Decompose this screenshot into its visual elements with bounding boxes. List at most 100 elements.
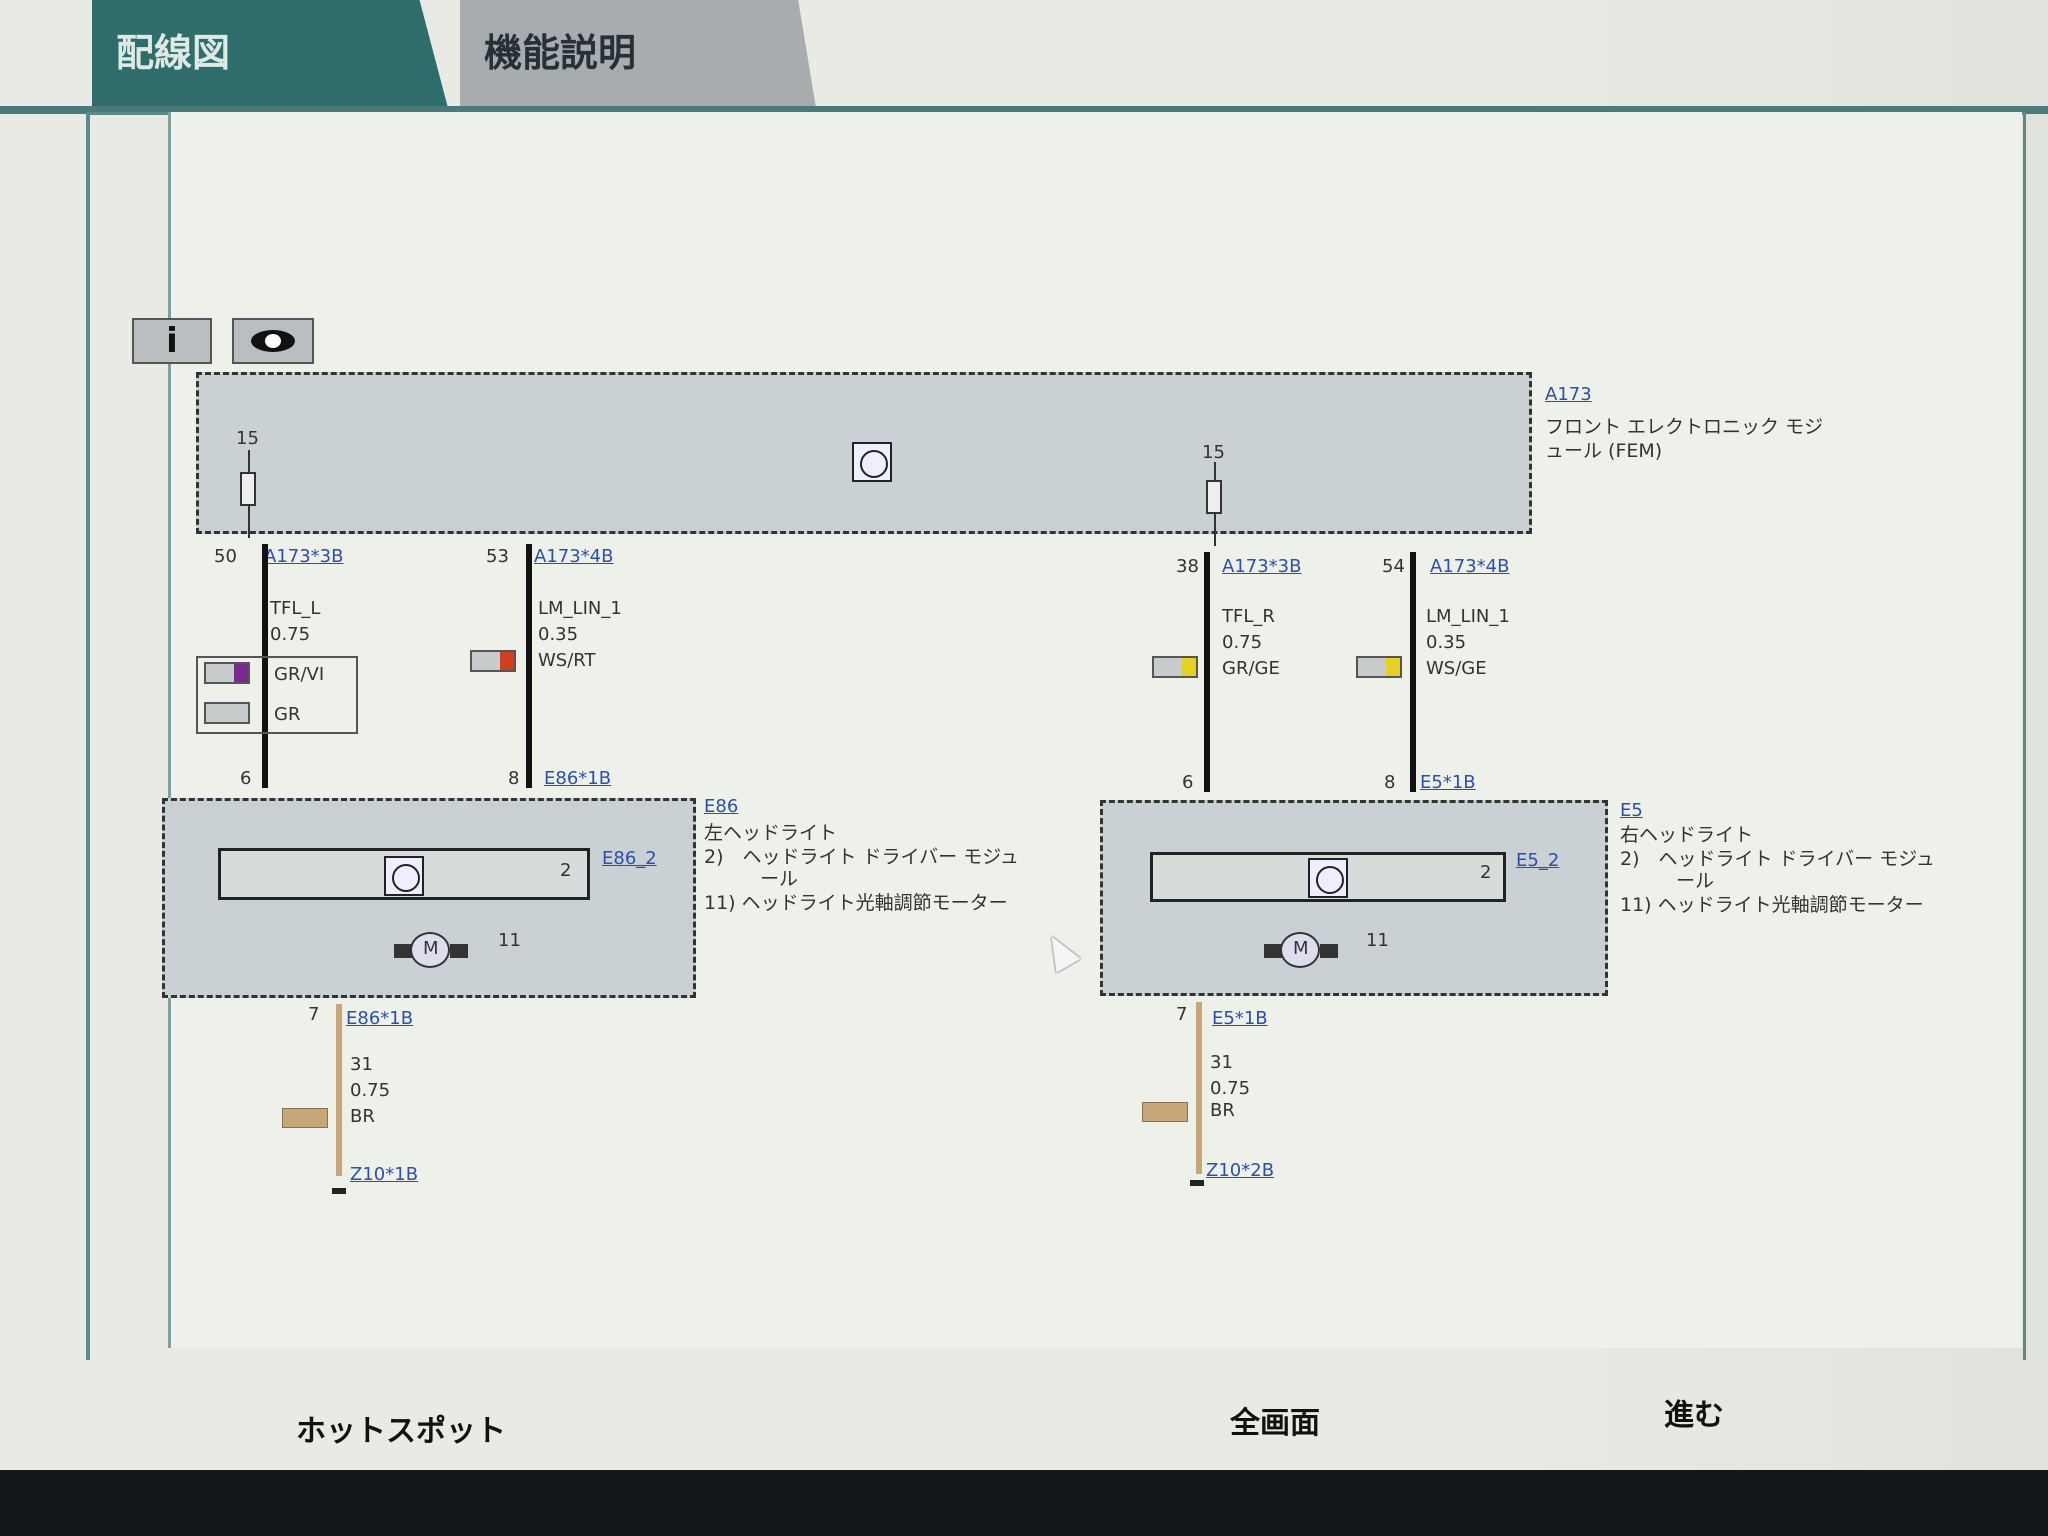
swatch-gr [204, 702, 250, 724]
pin-lin-right: 54 [1382, 556, 1405, 577]
swatch-br-left [282, 1108, 328, 1128]
wire-gnd-left[interactable] [336, 1004, 342, 1176]
item2-right: 2) ヘッドライト ドライバー モジュ [1620, 848, 1935, 870]
conn-head-right[interactable]: E5*1B [1420, 772, 1476, 793]
head-name-left: 左ヘッドライト [704, 822, 838, 844]
item11-right: 11) ヘッドライト光軸調節モーター [1620, 894, 1924, 916]
motor-terminal-left-a [394, 944, 412, 958]
head-id-right[interactable]: E5 [1620, 800, 1643, 821]
ground-symbol-right [1190, 1180, 1204, 1186]
control-unit-symbol [852, 442, 892, 482]
swatch-grge [1152, 656, 1198, 678]
swatch-br-right [1142, 1102, 1188, 1122]
item2b-left: ール [760, 868, 799, 890]
head-id-left[interactable]: E86 [704, 796, 739, 817]
info-icon: i [166, 321, 178, 361]
color-lin-right: WS/GE [1426, 658, 1487, 679]
sig-lin-left: LM_LIN_1 [538, 598, 622, 619]
swatch-wsge [1356, 656, 1402, 678]
conn-tfl-left[interactable]: A173*3B [264, 546, 344, 567]
gnd-pin-left: 7 [308, 1004, 320, 1025]
ground-symbol-left [332, 1188, 346, 1194]
pin-tfl-left: 50 [214, 546, 237, 567]
conn-lin-right[interactable]: A173*4B [1430, 556, 1510, 577]
fem-link[interactable]: A173 [1545, 384, 1592, 405]
item2-left: 2) ヘッドライト ドライバー モジュ [704, 846, 1019, 868]
item11-left: 11) ヘッドライト光軸調節モーター [704, 892, 1008, 914]
wire-lin-right[interactable] [1410, 552, 1416, 792]
module-num-left: 2 [560, 860, 572, 881]
gnd-color-right: BR [1210, 1100, 1235, 1121]
fullscreen-button[interactable]: 全画面 [1230, 1406, 1320, 1441]
module-id-right[interactable]: E5_2 [1516, 850, 1560, 871]
size-lin-left: 0.35 [538, 624, 579, 645]
pin-bottom-tfl-right: 6 [1182, 772, 1194, 793]
info-button[interactable]: i [132, 318, 212, 364]
size-tfl-right: 0.75 [1222, 632, 1263, 653]
pin-bottom-lin-left: 8 [508, 768, 520, 789]
fuse-right [1206, 480, 1222, 514]
size-tfl-left: 0.75 [270, 624, 311, 645]
motor-num-right: 11 [1366, 930, 1389, 951]
gnd-point-right[interactable]: Z10*2B [1206, 1160, 1275, 1181]
gnd-size-left: 0.75 [350, 1080, 391, 1101]
pin-bottom-tfl-left: 6 [240, 768, 252, 789]
color-box-left [196, 656, 358, 734]
driver-symbol-right [1308, 858, 1348, 898]
gnd-sig-right: 31 [1210, 1052, 1233, 1073]
item2b-right: ール [1676, 870, 1715, 892]
gnd-color-left: BR [350, 1106, 375, 1127]
pin-bottom-lin-right: 8 [1384, 772, 1396, 793]
conn-head-left[interactable]: E86*1B [544, 768, 612, 789]
swatch-wsrt [470, 650, 516, 672]
motor-right [1280, 932, 1320, 968]
module-id-left[interactable]: E86_2 [602, 848, 657, 869]
wire-lin-left[interactable] [526, 544, 532, 788]
screen: 配線図 機能説明 i A173 フロント エレクトロニック モジ ュール (FE… [0, 0, 2048, 1470]
wire-gnd-right[interactable] [1196, 1002, 1202, 1174]
size-lin-right: 0.35 [1426, 632, 1467, 653]
fuse-label-right: 15 [1202, 442, 1225, 463]
wire-tfl-left[interactable] [262, 544, 268, 788]
wire-tfl-right[interactable] [1204, 552, 1210, 792]
motor-terminal-right-a [1264, 944, 1282, 958]
conn-tfl-right[interactable]: A173*3B [1222, 556, 1302, 577]
eye-icon [251, 330, 295, 352]
color-tfl-left-2: GR [274, 704, 301, 725]
head-name-right: 右ヘッドライト [1620, 824, 1754, 846]
gnd-conn-right[interactable]: E5*1B [1212, 1008, 1268, 1029]
fem-name-line2: ュール (FEM) [1545, 440, 1663, 462]
gnd-point-left[interactable]: Z10*1B [350, 1164, 419, 1185]
sig-lin-right: LM_LIN_1 [1426, 606, 1510, 627]
fem-name-line1: フロント エレクトロニック モジ [1545, 416, 1824, 438]
gnd-pin-right: 7 [1176, 1004, 1188, 1025]
hotspot-button[interactable]: ホットスポット [296, 1414, 506, 1449]
motor-terminal-right-b [1320, 944, 1338, 958]
motor-terminal-left-b [450, 944, 468, 958]
module-num-right: 2 [1480, 862, 1492, 883]
driver-symbol-left [384, 856, 424, 896]
sig-tfl-right: TFL_R [1222, 606, 1275, 627]
fuse-left [240, 472, 256, 506]
diagram-area [168, 112, 2022, 1348]
tab-wiring-diagram[interactable]: 配線図 [92, 0, 448, 108]
fuse-label-left: 15 [236, 428, 259, 449]
gnd-size-right: 0.75 [1210, 1078, 1251, 1099]
swatch-grvi [204, 662, 250, 684]
conn-lin-left[interactable]: A173*4B [534, 546, 614, 567]
color-lin-left: WS/RT [538, 650, 596, 671]
color-tfl-right: GR/GE [1222, 658, 1280, 679]
tab-function-description[interactable]: 機能説明 [460, 0, 816, 108]
monitor-bezel [0, 1470, 2048, 1536]
motor-num-left: 11 [498, 930, 521, 951]
view-button[interactable] [232, 318, 314, 364]
sig-tfl-left: TFL_L [270, 598, 321, 619]
gnd-sig-left: 31 [350, 1054, 373, 1075]
tab-underline [0, 106, 2048, 114]
pin-lin-left: 53 [486, 546, 509, 567]
pin-tfl-right: 38 [1176, 556, 1199, 577]
gnd-conn-left[interactable]: E86*1B [346, 1008, 414, 1029]
motor-left [410, 932, 450, 968]
next-button[interactable]: 進む [1664, 1398, 1724, 1433]
color-tfl-left-1: GR/VI [274, 664, 325, 685]
